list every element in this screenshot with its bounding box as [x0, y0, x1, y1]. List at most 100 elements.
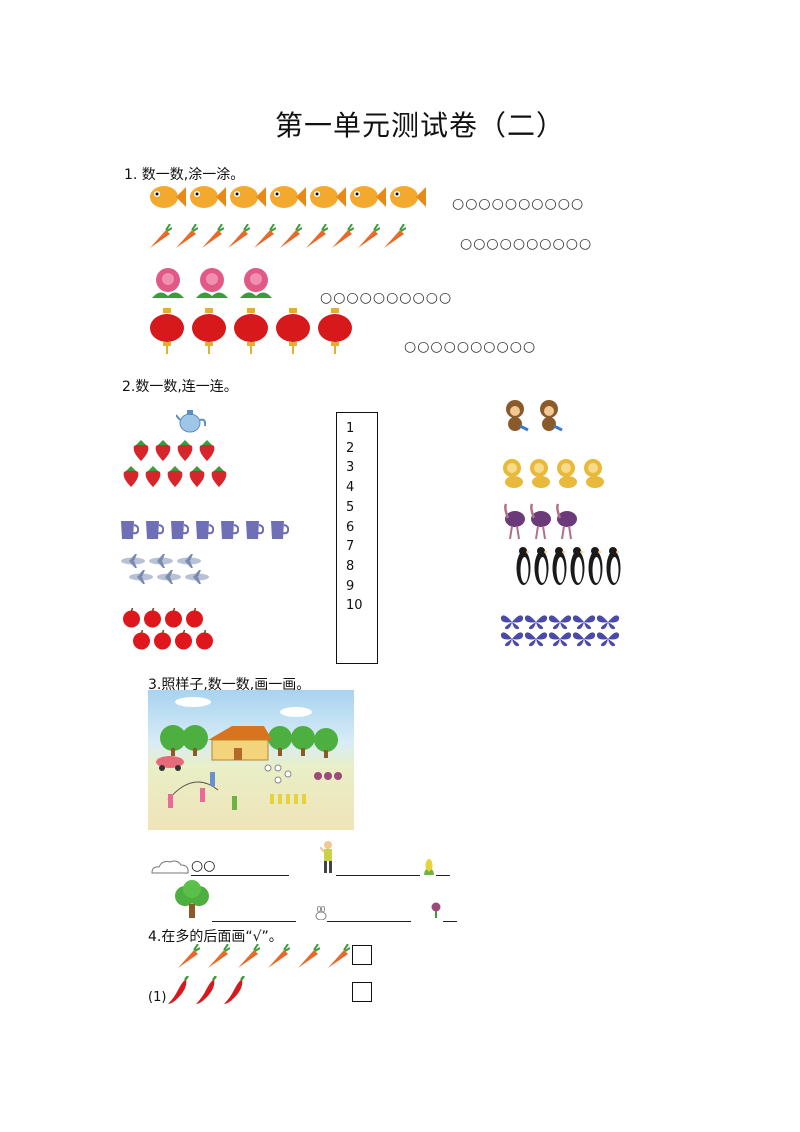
airplane-icon	[185, 570, 209, 584]
airplane-icon	[177, 554, 201, 568]
flower-icon	[431, 902, 441, 918]
cup-icon	[121, 521, 139, 539]
answer-line-cloud[interactable]	[191, 875, 289, 876]
butterfly-icon	[572, 615, 596, 630]
ostrich-icon	[530, 503, 551, 540]
carrot-icon	[358, 224, 380, 248]
carrot-icon	[384, 224, 406, 248]
penguin-icon	[516, 547, 531, 585]
carrot-icon	[268, 944, 290, 968]
scene-illustration	[148, 690, 354, 830]
strawberry-icon	[211, 466, 227, 487]
fish-icon	[150, 186, 186, 208]
apple-icon	[133, 630, 150, 650]
monkey-icon	[540, 400, 563, 432]
carrot-row	[148, 224, 406, 250]
answer-circles-lantern[interactable]: ○○○○○○○○○○	[404, 339, 537, 355]
answer-line-flower[interactable]	[443, 921, 457, 922]
carrot-row-q4	[176, 944, 350, 970]
answer-line-rabbit[interactable]	[327, 921, 411, 922]
number-3[interactable]: 3	[346, 460, 355, 476]
strawberry-icon	[199, 440, 215, 461]
apple-icon	[196, 630, 213, 650]
butterfly-icon	[596, 615, 620, 630]
number-10[interactable]: 10	[346, 598, 363, 614]
answer-line-tree[interactable]	[212, 921, 296, 922]
butterfly-icon	[548, 615, 572, 630]
apple-group	[122, 608, 214, 650]
carrot-icon	[202, 224, 224, 248]
check-box-pepper[interactable]	[352, 982, 372, 1002]
airplane-group	[120, 554, 210, 584]
fish-icon	[190, 186, 226, 208]
question-1-heading: 1. 数一数,涂一涂。	[124, 167, 245, 183]
answer-line-corn[interactable]	[436, 875, 450, 876]
carrot-icon	[238, 944, 260, 968]
number-9[interactable]: 9	[346, 578, 355, 594]
carrot-icon	[228, 224, 250, 248]
fish-icon	[310, 186, 346, 208]
pepper-icon	[196, 976, 217, 1004]
pepper-row	[166, 976, 246, 1006]
carrot-icon	[332, 224, 354, 248]
flower-icon	[240, 268, 272, 298]
cup-icon	[271, 521, 289, 539]
penguin-icon	[588, 547, 603, 585]
airplane-icon	[129, 570, 153, 584]
fish-icon	[230, 186, 266, 208]
butterfly-icon	[548, 632, 572, 647]
penguin-group	[516, 544, 621, 586]
ostrich-group	[500, 502, 578, 540]
answer-circles-flower[interactable]: ○○○○○○○○○○	[320, 290, 453, 306]
number-8[interactable]: 8	[346, 558, 355, 574]
strawberry-icon	[167, 466, 183, 487]
flower-icon	[152, 268, 184, 298]
number-1[interactable]: 1	[346, 421, 355, 436]
corn-icon	[424, 859, 434, 875]
cup-icon	[196, 521, 214, 539]
apple-icon	[165, 608, 182, 628]
flower-row	[148, 264, 276, 304]
carrot-icon	[298, 944, 320, 968]
apple-icon	[154, 630, 171, 650]
answer-circles-fish[interactable]: ○○○○○○○○○○	[452, 196, 585, 212]
fish-icon	[350, 186, 386, 208]
carrot-icon	[176, 224, 198, 248]
lantern-icon	[192, 308, 226, 354]
check-box-carrot[interactable]	[352, 945, 372, 965]
teapot-icon	[176, 410, 206, 433]
answer-line-person[interactable]	[336, 875, 420, 876]
number-7[interactable]: 7	[346, 539, 355, 555]
apple-icon	[144, 608, 161, 628]
cup-group	[120, 520, 289, 540]
pepper-icon	[168, 976, 189, 1004]
penguin-icon	[606, 547, 621, 585]
butterfly-group	[500, 614, 620, 647]
lion-icon	[557, 459, 577, 488]
lantern-icon	[276, 308, 310, 354]
butterfly-icon	[500, 615, 524, 630]
number-6[interactable]: 6	[346, 519, 355, 535]
answer-circles-carrot[interactable]: ○○○○○○○○○○	[460, 236, 593, 252]
question-3-heading: 3.照样子,数一数,画一画。	[148, 677, 311, 693]
number-5[interactable]: 5	[346, 499, 355, 515]
strawberry-icon	[133, 440, 149, 461]
ostrich-icon	[504, 503, 525, 540]
butterfly-icon	[524, 615, 548, 630]
number-4[interactable]: 4	[346, 480, 355, 496]
tree-icon	[175, 880, 209, 918]
strawberry-icon	[177, 440, 193, 461]
flower-icon	[196, 268, 228, 298]
question-4-heading: 4.在多的后面画“√”。	[148, 929, 283, 945]
strawberry-icon	[155, 440, 171, 461]
butterfly-icon	[500, 632, 524, 647]
fish-icon	[390, 186, 426, 208]
rabbit-icon	[315, 906, 327, 920]
number-2[interactable]: 2	[346, 440, 355, 456]
monkey-group	[500, 398, 564, 432]
strawberry-icon	[123, 466, 139, 487]
ostrich-icon	[556, 503, 577, 540]
lantern-icon	[150, 308, 184, 354]
pepper-icon	[224, 976, 245, 1004]
carrot-icon	[254, 224, 276, 248]
